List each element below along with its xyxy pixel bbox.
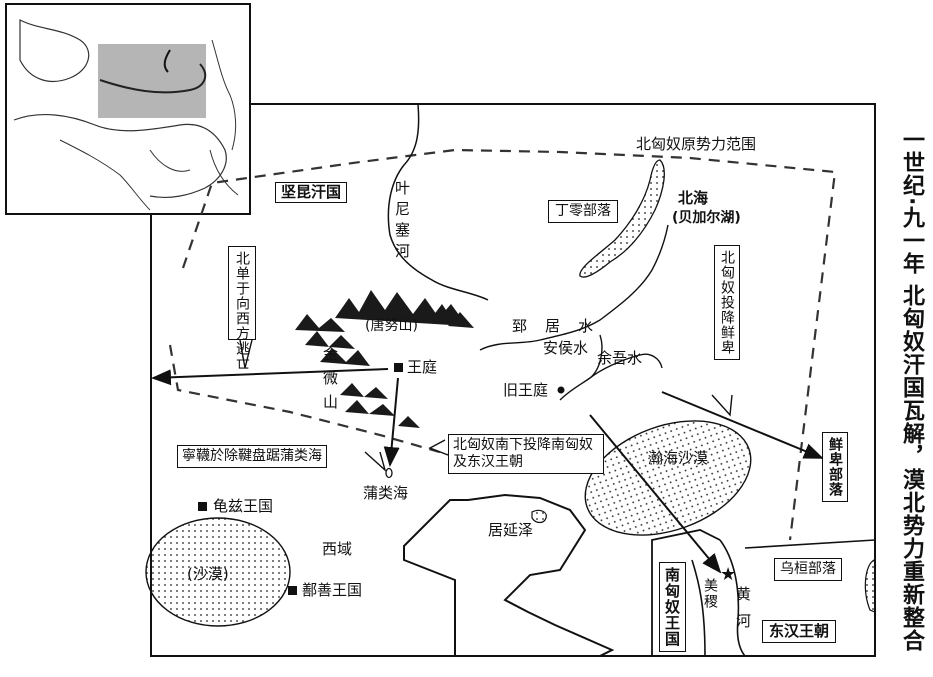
xianbei-arrow	[661, 391, 824, 459]
place-jinwei: 金微山	[321, 346, 339, 418]
west-escape-arrow	[151, 368, 389, 386]
region-shanshan: 鄯善王国	[302, 581, 363, 599]
region-jiankun: 坚昆汗国	[275, 182, 348, 203]
range-boundary	[181, 148, 837, 541]
place-juyanze: 居延泽	[488, 521, 534, 539]
old-wangting-dot	[557, 386, 565, 394]
yenisei-river	[387, 103, 489, 301]
place-beihai: 北海	[678, 189, 709, 207]
note-west-escape: 北单于向西方逃亡	[228, 246, 256, 371]
side-title: 一世纪·九一年 北匈奴汗国瓦解，漠北势力重新整合	[899, 128, 924, 653]
wangting-marker	[394, 363, 403, 372]
place-wangting: 王庭	[407, 358, 438, 376]
region-xianbei: 鲜卑部落	[822, 432, 848, 502]
mountain-range	[295, 290, 474, 428]
range-label: 北匈奴原势力范围	[636, 135, 757, 153]
inset-locator-map	[5, 3, 251, 215]
region-donghan: 东汉王朝	[762, 620, 837, 643]
qiuci-marker	[198, 502, 207, 511]
place-hanhai: 瀚海沙漠	[648, 449, 709, 467]
region-qiuci: 龟兹王国	[213, 497, 274, 515]
pulei-lake	[385, 467, 393, 479]
hanhai-desert	[584, 420, 752, 536]
note-surrender-south-text: 北匈奴南下投降南匈奴及东汉王朝	[453, 437, 593, 470]
place-anhoushui: 安侯水	[543, 339, 589, 357]
place-pulei: 蒲类海	[363, 484, 409, 502]
meiji-star: ★	[720, 564, 736, 585]
place-yuwushui: 余吾水	[597, 349, 643, 367]
south-arrow	[589, 414, 722, 574]
place-jiu-wangting: 旧王庭	[503, 381, 549, 399]
note-surrender-south: 北匈奴南下投降南匈奴及东汉王朝	[448, 434, 604, 474]
note-west-escape-text: 北单于向西方逃亡	[234, 251, 250, 371]
place-meiji: 美稷	[702, 578, 718, 610]
zhiju-river	[479, 224, 669, 351]
note-surrender-xianbei: 北匈奴投降鲜卑	[714, 245, 740, 360]
region-south-xiongnu: 南匈奴王国	[659, 562, 686, 652]
place-zhijushui: 郅居水	[512, 317, 612, 335]
baikal-lake	[579, 159, 665, 278]
place-shamo: (沙漠)	[187, 565, 229, 583]
place-tangnu: (唐努山)	[365, 318, 418, 334]
shanshan-marker	[288, 586, 297, 595]
region-dingling: 丁零部落	[548, 200, 618, 223]
region-wuhuan: 乌桓部落	[774, 558, 842, 581]
place-yenisei: 叶尼塞河	[393, 180, 411, 264]
pulei-arrow	[383, 377, 400, 467]
note-pulei: 寧韈於除鞬盘踞蒲类海	[177, 445, 327, 468]
region-xiyu: 西域	[322, 540, 353, 558]
place-beihai-sub: (贝加尔湖)	[672, 210, 741, 226]
place-huanghe: 黄河	[734, 586, 752, 640]
west-desert	[145, 517, 291, 627]
juyan-region	[403, 493, 615, 657]
